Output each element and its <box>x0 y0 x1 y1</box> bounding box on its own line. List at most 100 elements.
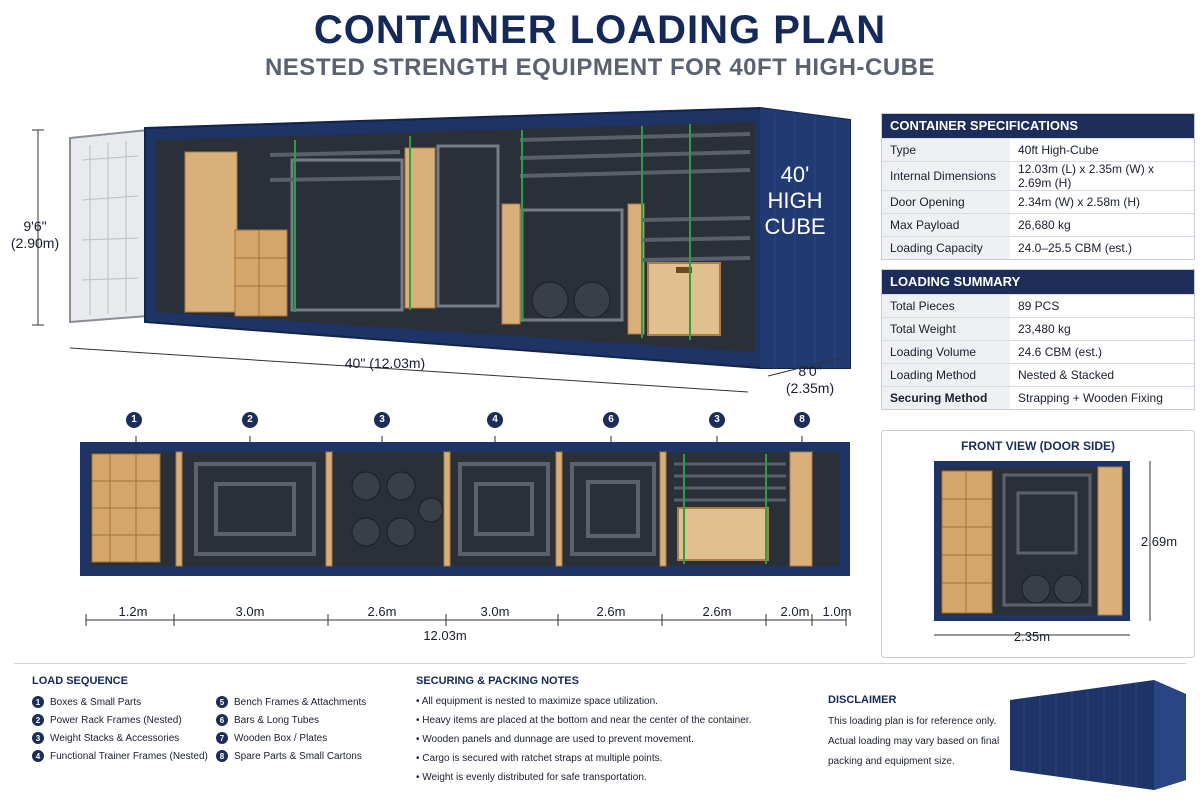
sequence-number: 5 <box>216 696 228 708</box>
note-item: • Weight is evenly distributed for safe … <box>416 772 647 783</box>
sequence-number: 1 <box>32 696 44 708</box>
zone-marker: 1 <box>126 412 142 428</box>
sequence-label: Boxes & Small Parts <box>50 696 142 708</box>
load-sequence-heading: LOAD SEQUENCE <box>32 675 128 687</box>
summary-value: Strapping + Wooden Fixing <box>1010 386 1194 409</box>
segment-length: 1.0m <box>822 604 852 619</box>
note-item: • Heavy items are placed at the bottom a… <box>416 715 752 726</box>
container-3d-icon <box>1010 680 1186 790</box>
section-divider <box>14 663 1186 664</box>
list-item: 1 Boxes & Small Parts <box>32 696 141 708</box>
front-view-panel: FRONT VIEW (DOOR SIDE) 2.69m 2.35m <box>881 430 1195 658</box>
spec-key: Internal Dimensions <box>882 161 1010 191</box>
summary-value: Nested & Stacked <box>1010 363 1194 387</box>
container-side-illustration <box>32 106 851 393</box>
summary-key: Securing Method <box>882 386 1010 409</box>
height-metric: (2.90m) <box>10 235 60 251</box>
spec-key: Type <box>882 138 1010 162</box>
summary-value: 23,480 kg <box>1010 317 1194 341</box>
notes-heading: SECURING & PACKING NOTES <box>416 675 579 687</box>
container-marking: 40' HIGH CUBE <box>760 162 830 240</box>
page-title: CONTAINER LOADING PLAN <box>313 8 887 52</box>
sequence-label: Bars & Long Tubes <box>234 714 320 726</box>
zone-marker: 3 <box>709 412 725 428</box>
list-item: 4 Functional Trainer Frames (Nested) <box>32 750 208 762</box>
sequence-number: 8 <box>216 750 228 762</box>
note-item: • All equipment is nested to maximize sp… <box>416 696 658 707</box>
sequence-number: 3 <box>32 732 44 744</box>
specifications-heading: CONTAINER SPECIFICATIONS <box>882 114 1194 138</box>
container-length-label: 40" (12.03m) <box>344 355 426 371</box>
list-item: 2 Power Rack Frames (Nested) <box>32 714 182 726</box>
spec-key: Door Opening <box>882 190 1010 214</box>
width-imperial: 8'0" <box>798 363 822 379</box>
spec-value: 40ft High-Cube <box>1010 138 1194 162</box>
zone-marker: 4 <box>487 412 503 428</box>
spec-value: 26,680 kg <box>1010 213 1194 237</box>
segment-length: 2.6m <box>702 604 732 619</box>
summary-heading: LOADING SUMMARY <box>882 270 1194 294</box>
spec-key: Max Payload <box>882 213 1010 237</box>
marking-line-2: HIGH <box>767 188 823 213</box>
spec-value: 12.03m (L) x 2.35m (W) x 2.69m (H) <box>1010 161 1194 191</box>
list-item: 7 Wooden Box / Plates <box>216 732 327 744</box>
sequence-label: Power Rack Frames (Nested) <box>50 714 182 726</box>
sequence-label: Wooden Box / Plates <box>234 732 328 744</box>
list-item: 3 Weight Stacks & Accessories <box>32 732 179 744</box>
sequence-number: 2 <box>32 714 44 726</box>
sequence-number: 4 <box>32 750 44 762</box>
summary-key: Total Weight <box>882 317 1010 341</box>
page-subtitle: NESTED STRENGTH EQUIPMENT FOR 40FT HIGH-… <box>264 54 936 81</box>
summary-value: 89 PCS <box>1010 294 1194 318</box>
spec-value: 24.0–25.5 CBM (est.) <box>1010 236 1194 259</box>
segment-length: 2.6m <box>367 604 397 619</box>
segment-length: 1.2m <box>118 604 148 619</box>
height-imperial: 9'6" <box>23 218 47 234</box>
sequence-label: Weight Stacks & Accessories <box>50 732 180 744</box>
list-item: 5 Bench Frames & Attachments <box>216 696 366 708</box>
zone-marker: 8 <box>794 412 810 428</box>
container-width-label: 8'0" (2.35m) <box>780 363 840 397</box>
segment-length: 3.0m <box>235 604 265 619</box>
sequence-label: Bench Frames & Attachments <box>234 696 367 708</box>
zone-marker: 3 <box>374 412 390 428</box>
zone-marker: 6 <box>603 412 619 428</box>
sequence-label: Spare Parts & Small Cartons <box>234 750 362 762</box>
width-metric: (2.35m) <box>785 380 835 396</box>
summary-value: 24.6 CBM (est.) <box>1010 340 1194 364</box>
segment-length: 3.0m <box>480 604 510 619</box>
container-height-label: 9'6" (2.90m) <box>0 218 70 252</box>
front-view-title: FRONT VIEW (DOOR SIDE) <box>961 439 1115 453</box>
front-height-label: 2.69m <box>1140 534 1178 549</box>
container-top-view <box>80 436 850 626</box>
marking-line-3: CUBE <box>764 214 826 239</box>
list-item: 8 Spare Parts & Small Cartons <box>216 750 362 762</box>
total-length: 12.03m <box>423 628 467 643</box>
marking-line-1: 40' <box>780 162 810 187</box>
sequence-label: Functional Trainer Frames (Nested) <box>50 750 208 762</box>
sequence-number: 7 <box>216 732 228 744</box>
summary-key: Total Pieces <box>882 294 1010 318</box>
sequence-number: 6 <box>216 714 228 726</box>
spec-value: 2.34m (W) x 2.58m (H) <box>1010 190 1194 214</box>
list-item: 6 Bars & Long Tubes <box>216 714 319 726</box>
spec-key: Loading Capacity <box>882 236 1010 259</box>
front-view-illustration <box>934 461 1151 636</box>
front-width-label: 2.35m <box>1013 629 1051 644</box>
note-item: • Cargo is secured with ratchet straps a… <box>416 753 663 764</box>
note-item: • Wooden panels and dunnage are used to … <box>416 734 694 745</box>
segment-length: 2.0m <box>780 604 810 619</box>
